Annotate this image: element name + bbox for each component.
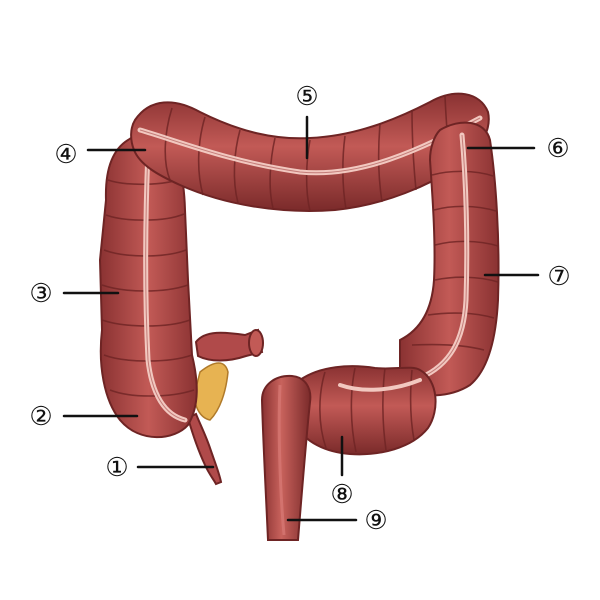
leader-lines <box>62 115 540 522</box>
callout-5: ⑤ <box>295 82 318 112</box>
ascending-colon-shape <box>98 133 198 439</box>
ileum <box>194 328 264 362</box>
rectum-shape <box>260 374 312 541</box>
callout-1: ① <box>105 453 128 483</box>
callout-3: ③ <box>29 279 52 309</box>
callout-4: ④ <box>54 140 77 170</box>
callout-7: ⑦ <box>547 262 570 292</box>
appendix-shape <box>186 412 223 486</box>
descending-colon-shape <box>399 121 500 397</box>
callout-9: ⑨ <box>364 506 387 536</box>
mesentery-fat <box>193 362 229 421</box>
callout-8: ⑧ <box>330 480 353 510</box>
callout-6: ⑥ <box>546 134 569 164</box>
sigmoid-colon-shape <box>290 365 437 456</box>
callout-labels: ① ② ③ ④ ⑤ ⑥ ⑦ ⑧ ⑨ <box>29 82 570 536</box>
callout-2: ② <box>29 402 52 432</box>
